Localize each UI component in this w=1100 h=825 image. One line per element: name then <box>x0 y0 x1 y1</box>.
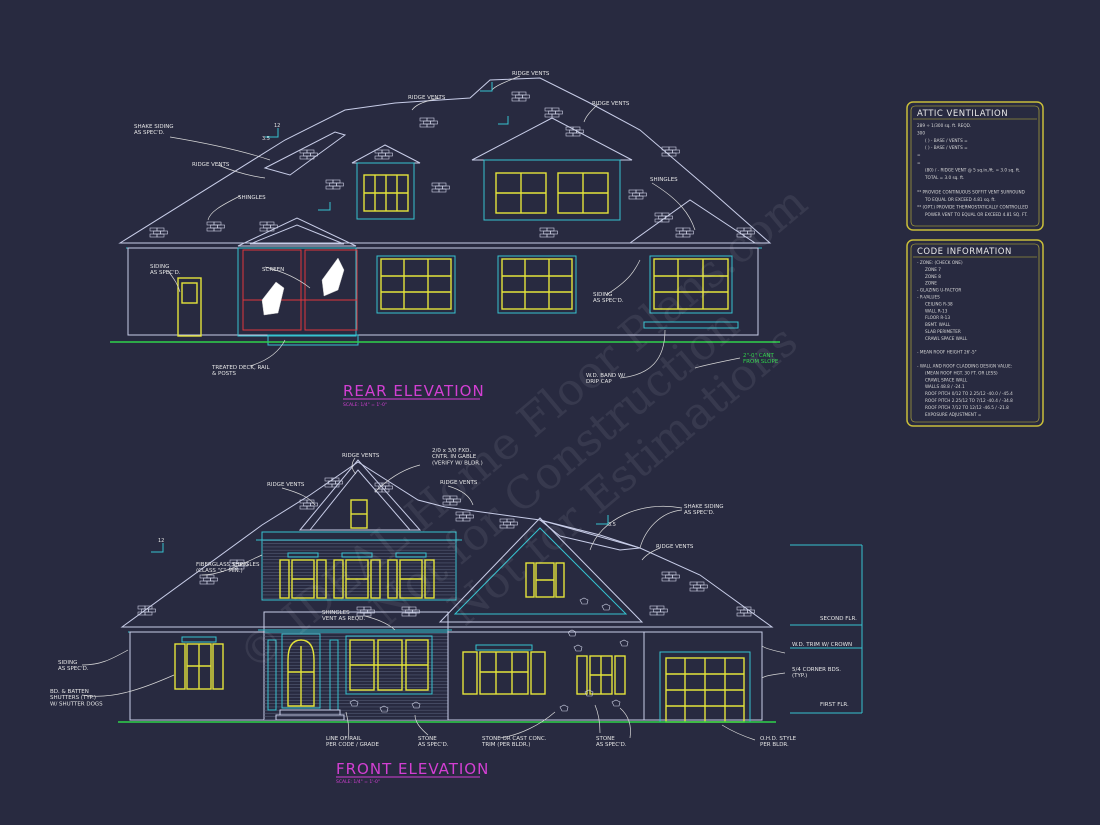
code-information-title: CODE INFORMATION <box>917 247 1012 257</box>
code-line: WALL R-13 <box>925 308 948 313</box>
rear-elevation <box>110 75 780 379</box>
code-line: ZONE 8 <box>925 274 941 279</box>
front-note-ridge-mid: RIDGE VENTS <box>440 480 478 486</box>
code-line: - ZONE: (CHECK ONE) <box>917 260 963 265</box>
code-line: - R-VALUES <box>917 295 940 300</box>
front-elevation-title: FRONT ELEVATION <box>336 760 489 778</box>
front-note-ridge-left: RIDGE VENTS <box>267 482 305 488</box>
rear-note-band: W.D. BAND W/DRIP CAP <box>586 373 625 385</box>
attic-ventilation-lines: 289 ÷ 1/300 sq. ft. REQD.300( ) - BASE /… <box>917 123 1028 217</box>
code-line: SLAB PERIMETER <box>925 329 961 334</box>
rear-shake-gable <box>263 131 347 176</box>
front-note-corner: 5/4 CORNER BDS.(TYP.) <box>792 667 841 679</box>
attic-ventilation-box: ATTIC VENTILATION 289 ÷ 1/300 sq. ft. RE… <box>906 101 1044 231</box>
front-elevation <box>81 457 863 741</box>
rear-pitch-12: 12 <box>274 123 280 129</box>
front-note-ridge-right: RIDGE VENTS <box>656 544 694 550</box>
code-line: ROOF PITCH 7/12 TO 12/12 -46.5 / -21.8 <box>925 405 1009 410</box>
code-line: ROOF PITCH 0/12 TO 2.25/12 -40.0 / -45.4 <box>925 391 1013 396</box>
rear-note-ridge-mid: RIDGE VENTS <box>408 95 446 101</box>
watermark-line-2: Not for Construction <box>361 299 749 636</box>
front-pitch-12: 12 <box>158 538 164 544</box>
front-garage-door <box>659 651 751 723</box>
code-line: - MEAN ROOF HEIGHT 26'-5" <box>917 350 977 355</box>
attic-ventilation-title: ATTIC VENTILATION <box>917 109 1008 119</box>
code-line: WALLS 48.8 / -24.1 <box>925 384 965 389</box>
front-note-trim-crown: W.D. TRIM W/ CROWN <box>792 642 852 648</box>
code-line: ROOF PITCH 2.25/12 TO 7/12 -40.4 / -34.8 <box>925 398 1013 403</box>
code-line: ZONE 7 <box>925 267 941 272</box>
front-elevation-scale: SCALE: 1/4" = 1'-0" <box>336 779 380 785</box>
code-line: ZONE <box>925 281 937 286</box>
attic-line: ( ) - BASE / VENTS = <box>925 145 968 150</box>
rear-note-screen: SCREEN <box>262 267 284 273</box>
attic-line: POWER VENT TO EQUAL OR EXCEED 4.81 SQ. F… <box>925 212 1028 217</box>
attic-line: ** PROVIDE CONTINUOUS SOFFIT VENT SURROU… <box>917 190 1025 195</box>
front-note-fiberglass: FIBERGLASS SHINGLES(CLASS "C" MIN.) <box>196 562 260 574</box>
rear-dormer-left <box>351 144 421 220</box>
rear-note-ridge-top: RIDGE VENTS <box>512 71 550 77</box>
rear-note-shingles-left: SHINGLES <box>238 195 266 201</box>
attic-line: ( ) - BASE / VENTS = <box>925 138 968 143</box>
rear-dormer-right <box>471 117 633 221</box>
front-note-ridge-top: RIDGE VENTS <box>342 453 380 459</box>
code-line: BSMT. WALL <box>925 322 951 327</box>
front-stone-gable <box>438 517 644 623</box>
attic-line: 289 ÷ 1/300 sq. ft. REQD. <box>917 123 971 128</box>
front-note-fixed-window: 2/0 x 3/0 FXD.CNTR. IN GABLE(VERIFY W/ B… <box>432 448 483 466</box>
code-line: CRAWL SPACE WALL <box>925 377 968 382</box>
code-information-lines: - ZONE: (CHECK ONE) ZONE 7 ZONE 8 ZONE - GLA… <box>917 260 1013 417</box>
code-line: CRAWL SPACE WALL <box>925 336 968 341</box>
rear-screen-porch <box>237 217 359 346</box>
front-pitch: 3.5 <box>608 522 616 528</box>
rear-pitch: 3.5 <box>262 136 270 142</box>
rear-elevation-scale: SCALE: 1/4" = 1'-0" <box>343 402 387 408</box>
rear-elevation-title: REAR ELEVATION <box>343 382 485 400</box>
code-line: EXPOSURE ADJUSTMENT = <box>925 412 982 417</box>
rear-door <box>177 277 202 337</box>
front-entry-door <box>287 639 315 707</box>
code-line: CEILING R-38 <box>925 301 953 306</box>
rear-note-deck: TREATED DECK, RAIL& POSTS <box>211 365 270 377</box>
code-line: - WALL AND ROOF CLADDING DESIGN VALUE: <box>917 364 1012 369</box>
code-line: - GLAZING U-FACTOR <box>917 288 961 293</box>
code-information-box: CODE INFORMATION - ZONE: (CHECK ONE) ZONE… <box>906 239 1044 427</box>
attic-line: = <box>917 153 921 158</box>
rear-main-roof <box>118 77 772 244</box>
front-garage-wall <box>643 631 763 721</box>
front-note-stone-cast: STONE OR CAST CONC.TRIM (PER BLDR.) <box>481 736 547 748</box>
attic-line: TOTAL = 3.0 sq. ft. <box>924 175 964 180</box>
attic-line: 300 <box>917 130 925 135</box>
front-level-second-floor: SECOND FLR. <box>820 616 857 622</box>
rear-note-shingles-right: SHINGLES <box>650 177 678 183</box>
code-line: FLOOR R-13 <box>925 315 950 320</box>
rear-windows <box>376 255 739 329</box>
front-level-first-floor: FIRST FLR. <box>820 702 849 708</box>
attic-line: (80) / - RIDGE VENT @ 5 sq.in./ft. = 3.0… <box>925 167 1020 172</box>
attic-line: = <box>917 160 921 165</box>
rear-wall <box>127 247 759 336</box>
front-main-roof <box>120 461 774 628</box>
attic-line: TO EQUAL OR EXCEED 4.81 sq. ft. <box>924 197 996 202</box>
attic-line: ** (OPT.) PROVIDE THERMOSTATICALLY CONTR… <box>917 204 1028 209</box>
watermark-line-1: © IDEAL Home Floor Plans.com <box>229 177 817 682</box>
rear-note-ridge-right: RIDGE VENTS <box>592 101 630 107</box>
front-center-window <box>345 635 433 695</box>
rear-note-ridge-left: RIDGE VENTS <box>192 162 230 168</box>
front-upper-windows <box>279 552 435 599</box>
code-line: (MEAN ROOF HGT. 30 FT. OR LESS) <box>925 370 998 375</box>
